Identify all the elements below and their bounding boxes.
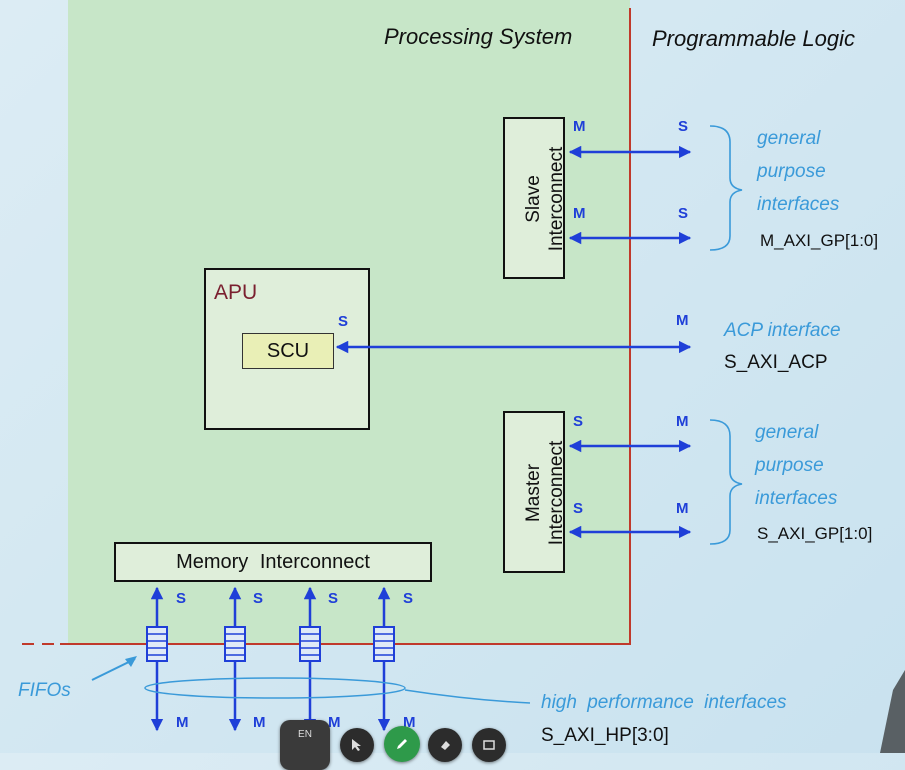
language-icon[interactable]: EN xyxy=(280,720,330,770)
hp-port-m2: M xyxy=(253,714,266,731)
acp-name: S_AXI_ACP xyxy=(724,352,828,373)
gp-bottom-port-m2: M xyxy=(676,500,689,517)
gp-bottom-brace xyxy=(709,419,743,545)
hp-port-m3: M xyxy=(328,714,341,731)
gp-bottom-desc-3: interfaces xyxy=(755,488,838,509)
hp-arrows xyxy=(150,586,391,732)
acp-port-m: M xyxy=(676,312,689,329)
gp-bottom-port-m1: M xyxy=(676,413,689,430)
apu-title: APU xyxy=(214,281,258,304)
hp-port-s2: S xyxy=(253,590,264,607)
hp-port-s1: S xyxy=(176,590,187,607)
diagram-connections xyxy=(22,8,905,753)
gp-bottom-name: S_AXI_GP[1:0] xyxy=(757,524,873,543)
language-label: EN xyxy=(298,728,312,740)
memory-interconnect-block: Memory Interconnect xyxy=(114,542,432,582)
hp-port-s4: S xyxy=(403,590,414,607)
pen-icon[interactable] xyxy=(384,726,420,762)
scu-block: SCU xyxy=(242,333,334,369)
gp-top-port-s1: S xyxy=(678,118,689,135)
gp-top-port-s2: S xyxy=(678,205,689,222)
hp-port-s3: S xyxy=(328,590,339,607)
gp-top-port-m1: M xyxy=(573,118,586,135)
hp-port-m1: M xyxy=(176,714,189,731)
gp-bottom-port-s2: S xyxy=(573,500,584,517)
gp-top-name: M_AXI_GP[1:0] xyxy=(760,231,879,250)
gp-bottom-port-s1: S xyxy=(573,413,584,430)
processing-system-header: Processing System xyxy=(384,24,573,49)
pointer-icon[interactable] xyxy=(340,728,374,762)
acp-desc: ACP interface xyxy=(724,320,841,341)
gp-top-desc-2: purpose xyxy=(757,161,826,182)
slave-interconnect-block: Slave Interconnect xyxy=(503,117,567,279)
gp-top-desc-1: general xyxy=(757,128,821,149)
gp-top-brace xyxy=(709,125,743,251)
hp-connector-line xyxy=(404,689,531,704)
fifo-blocks xyxy=(146,626,395,662)
fifos-label: FIFOs xyxy=(18,680,71,701)
gp-bottom-desc-2: purpose xyxy=(755,455,824,476)
gp-top-desc-3: interfaces xyxy=(757,194,840,215)
eraser-icon[interactable] xyxy=(428,728,462,762)
hp-name: S_AXI_HP[3:0] xyxy=(541,725,669,746)
gp-bottom-desc-1: general xyxy=(755,422,819,443)
screen-icon[interactable] xyxy=(472,728,506,762)
programmable-logic-header: Programmable Logic xyxy=(652,26,855,51)
gp-top-port-m2: M xyxy=(573,205,586,222)
hp-desc: high performance interfaces xyxy=(541,692,787,713)
scu-port-label: S xyxy=(338,313,349,330)
master-interconnect-block: Master Interconnect xyxy=(503,411,567,573)
hp-group-ellipse xyxy=(144,677,406,699)
